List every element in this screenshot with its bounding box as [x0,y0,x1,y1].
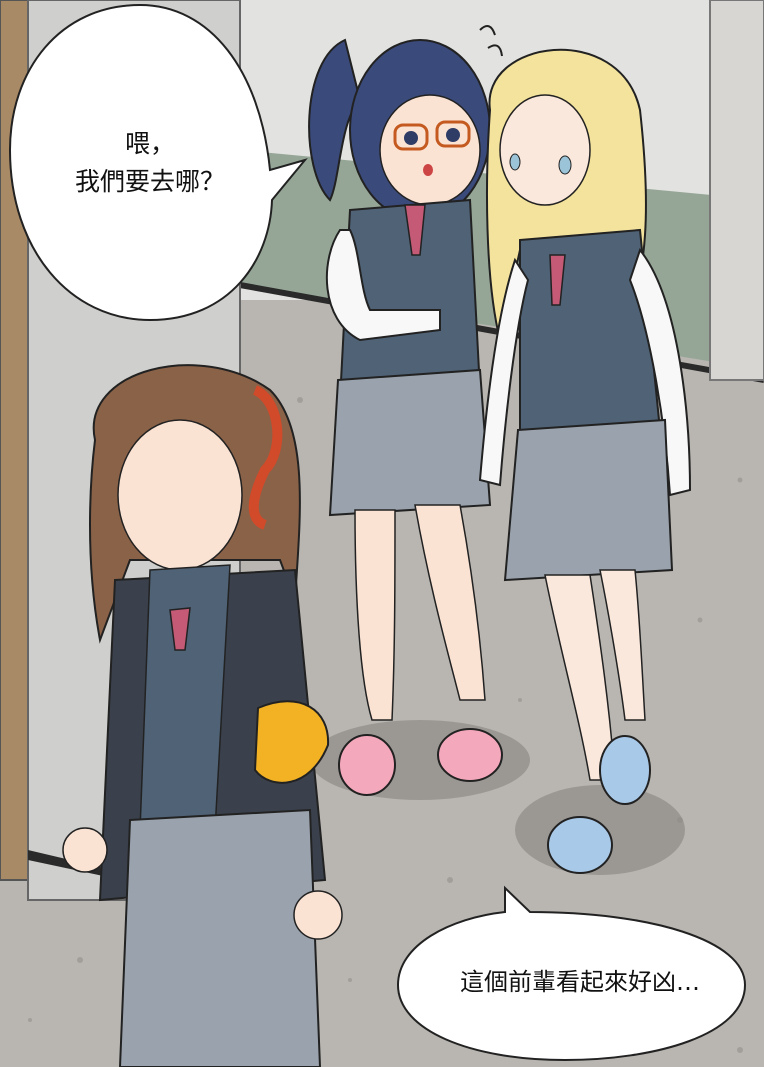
speech-bubble-bottom [396,885,747,1062]
speech-text-top: 喂， 我們要去哪？ [40,125,260,201]
speech-line: 這個前輩看起來好凶… [460,968,700,996]
speech-line: 我們要去哪？ [74,167,225,196]
blonde-girl [478,48,692,874]
wall-pillar [709,0,764,381]
speech-bubble-top [8,3,308,322]
sweat-swirl-icon [479,25,503,57]
speech-text-bottom: 這個前輩看起來好凶… [400,962,760,1002]
armband-girl [62,364,343,1067]
speech-line: 喂， [124,129,175,158]
glasses-girl [308,25,503,796]
